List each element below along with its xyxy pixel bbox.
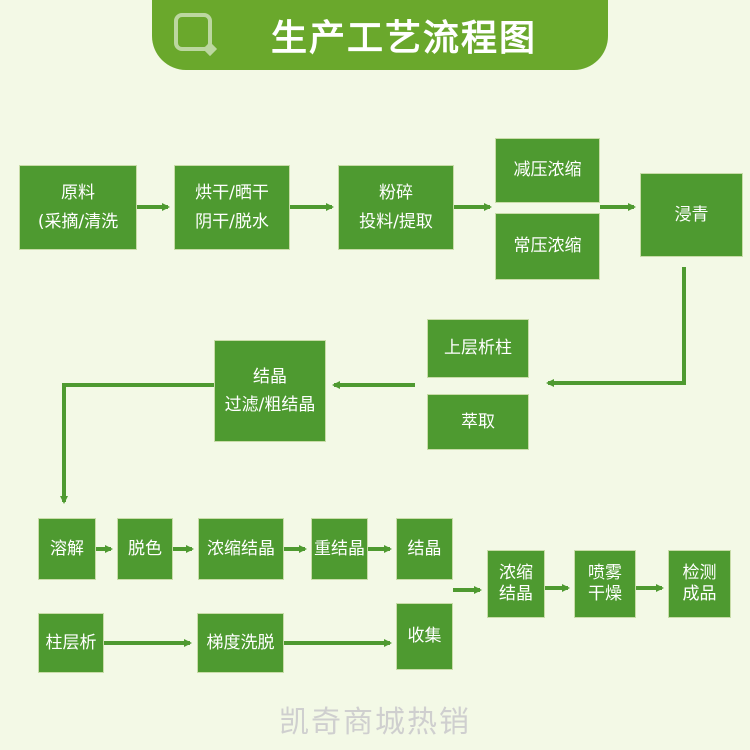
step-recrystal-label: 重结晶: [314, 538, 365, 559]
step-drying: 烘干/晒干 阴干/脱水: [174, 165, 290, 250]
step-concentrate-crystal-2-line2: 结晶: [499, 584, 533, 604]
step-column-label: 柱层析: [45, 632, 97, 653]
step-extract: 萃取: [427, 394, 529, 450]
step-gradient-elution-label: 梯度洗脱: [206, 632, 275, 653]
magnifier-logo-icon: [174, 13, 212, 51]
step-dissolve-label: 溶解: [50, 538, 84, 559]
step-concentrate-crystal: 浓缩结晶: [198, 518, 284, 580]
step-spray-dry-line1: 喷雾: [588, 562, 622, 583]
step-decolor-label: 脱色: [128, 538, 162, 559]
step-collect-label: 收集: [407, 626, 442, 647]
step-recrystal: 重结晶: [311, 518, 368, 580]
step-extract-label: 萃取: [461, 411, 495, 432]
step-dry-line2: 阴干/脱水: [195, 211, 269, 232]
step-collect: 收集: [396, 603, 453, 670]
arrow-steep-to-column: [546, 267, 686, 387]
step-dissolve: 溶解: [38, 518, 96, 580]
step-steep-label: 浸青: [674, 204, 709, 225]
step-normal-concentrate: 常压浓缩: [495, 213, 600, 280]
step-raw-line2: (采摘/清洗: [37, 211, 119, 232]
step-crystal-label: 结晶: [407, 538, 442, 559]
step-test-product-line2: 成品: [682, 584, 717, 604]
step-test-product-line1: 检测: [682, 562, 717, 583]
step-gradient-elution: 梯度洗脱: [197, 613, 284, 673]
step-upper-column: 上层析柱: [427, 319, 529, 378]
step-normal-label: 常压浓缩: [513, 236, 582, 257]
step-concentrate-crystal-label: 浓缩结晶: [207, 538, 275, 559]
step-spray-dry: 喷雾 干燥: [574, 550, 636, 618]
step-spray-dry-line2: 干燥: [588, 584, 622, 604]
step-concentrate-crystal-2-line1: 浓缩: [499, 562, 533, 583]
step-crushing: 粉碎 投料/提取: [338, 165, 454, 250]
step-crystal-filter-line2: 过滤/粗结晶: [224, 395, 316, 415]
step-crystal-filter-line1: 结晶: [253, 366, 287, 387]
title-banner: 生产工艺流程图: [152, 0, 608, 70]
step-crystal-filter: 结晶 过滤/粗结晶: [214, 340, 326, 442]
step-crush-line2: 投料/提取: [359, 211, 433, 232]
page-title: 生产工艺流程图: [270, 18, 537, 59]
watermark-text: 凯奇商城热销: [279, 705, 471, 740]
step-test-product: 检测 成品: [668, 550, 731, 618]
step-column-chromatography: 柱层析: [38, 613, 104, 673]
step-dry-line1: 烘干/晒干: [195, 183, 269, 204]
step-upper-column-label: 上层析柱: [444, 338, 512, 359]
step-concentrate-crystal-2: 浓缩 结晶: [487, 550, 545, 618]
step-crystal: 结晶: [396, 518, 453, 580]
step-vacuum-label: 减压浓缩: [513, 160, 582, 181]
step-decolor: 脱色: [117, 518, 173, 580]
step-raw-line1: 原料: [61, 183, 95, 204]
step-raw-material: 原料 (采摘/清洗: [19, 165, 137, 250]
arrow-crystal-to-dissolve: [60, 383, 214, 504]
step-steep: 浸青: [640, 173, 743, 257]
step-crush-line1: 粉碎: [379, 183, 413, 204]
step-vacuum-concentrate: 减压浓缩: [495, 138, 600, 203]
